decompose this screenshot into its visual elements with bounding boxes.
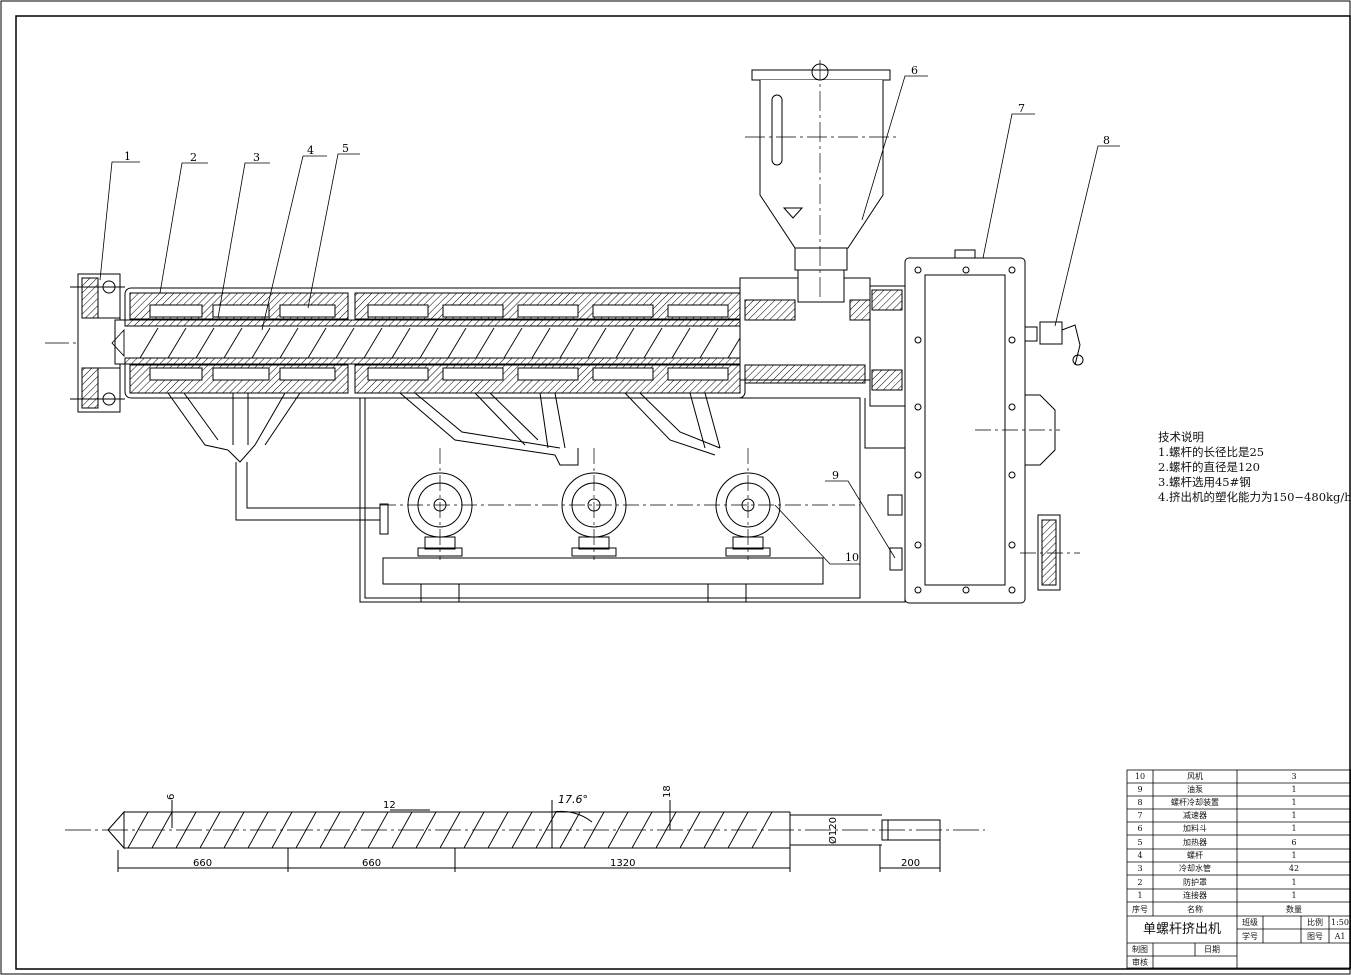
callout-8: 8	[1103, 134, 1110, 147]
row-name: 加热器	[1183, 838, 1207, 847]
date-label: 日期	[1204, 945, 1220, 954]
drawing-title: 单螺杆挤出机	[1142, 922, 1221, 937]
parts-table	[1126, 769, 1351, 969]
row-qty: 1	[1291, 824, 1297, 833]
dim-660-b: 660	[362, 858, 381, 869]
header-name: 名称	[1187, 905, 1203, 914]
oil-pump	[887, 494, 903, 516]
tech-note-2: 2.螺杆的直径是120	[1158, 460, 1260, 474]
row-no: 8	[1137, 798, 1143, 807]
row-qty: 1	[1291, 891, 1297, 900]
screw-detail	[65, 800, 985, 872]
header-no: 序号	[1132, 905, 1148, 914]
row-no: 2	[1137, 878, 1143, 887]
gearbox	[904, 249, 1080, 604]
dim-1320: 1320	[610, 858, 635, 869]
row-qty: 1	[1291, 811, 1297, 820]
row-qty: 1	[1291, 851, 1297, 860]
row-qty: 1	[1291, 798, 1297, 807]
checker-label: 审核	[1132, 958, 1148, 967]
row-name: 螺杆	[1187, 851, 1203, 860]
row-qty: 6	[1291, 838, 1297, 847]
row-name: 加料斗	[1183, 824, 1207, 833]
screw-cooling	[1024, 321, 1084, 366]
tech-notes: 技术说明 1.螺杆的长径比是25 2.螺杆的直径是120 3.螺杆选用45#钢 …	[1158, 430, 1351, 505]
tech-note-3: 3.螺杆选用45#钢	[1158, 475, 1251, 489]
row-no: 6	[1137, 824, 1143, 833]
row-no: 7	[1137, 811, 1143, 820]
row-qty: 1	[1291, 878, 1297, 887]
callout-7: 7	[1018, 102, 1025, 115]
dim-angle: 17.6°	[558, 793, 588, 806]
row-no: 3	[1137, 864, 1143, 873]
connector	[70, 273, 125, 413]
tech-notes-title: 技术说明	[1158, 430, 1204, 444]
inner-frame	[15, 15, 1351, 970]
callout-9: 9	[832, 469, 839, 482]
dim-200: 200	[901, 858, 920, 869]
tech-note-1: 1.螺杆的长径比是25	[1158, 445, 1265, 459]
row-no: 1	[1137, 891, 1143, 900]
row-name: 油泵	[1187, 785, 1203, 794]
row-name: 风机	[1187, 772, 1203, 781]
row-no: 5	[1137, 838, 1143, 847]
row-name: 防护罩	[1183, 878, 1207, 887]
row-name: 减速器	[1183, 811, 1207, 820]
hopper	[745, 60, 900, 303]
callout-1: 1	[124, 150, 131, 163]
base-frame	[167, 392, 906, 603]
scale-label: 比例	[1307, 918, 1323, 927]
callout-6: 6	[911, 64, 918, 77]
drafter-label: 制图	[1132, 945, 1148, 954]
heater-bands	[129, 292, 741, 394]
row-no: 10	[1134, 772, 1146, 781]
row-qty: 1	[1291, 785, 1297, 794]
dim-660-a: 660	[193, 858, 212, 869]
row-qty: 42	[1288, 864, 1300, 873]
row-no: 9	[1137, 785, 1143, 794]
dim-diameter: Ø120	[827, 817, 839, 844]
callout-4: 4	[307, 144, 314, 157]
callout-10: 10	[845, 551, 859, 564]
id-label: 学号	[1242, 932, 1258, 941]
row-name: 连接器	[1183, 891, 1207, 900]
row-name: 冷却水管	[1179, 864, 1211, 873]
dim-12: 12	[383, 800, 396, 811]
drawing-no-label: 图号	[1307, 932, 1323, 941]
row-qty: 3	[1291, 772, 1297, 781]
callout-3: 3	[253, 151, 260, 164]
class-label: 班级	[1242, 918, 1258, 927]
callout-5: 5	[342, 142, 349, 155]
callout-2: 2	[190, 151, 197, 164]
dim-6: 6	[166, 794, 177, 800]
row-name: 螺杆冷却装置	[1171, 798, 1219, 807]
scale-value: 1:50	[1331, 918, 1349, 927]
header-qty: 数量	[1286, 905, 1302, 914]
leader-lines	[99, 75, 1120, 565]
row-no: 4	[1137, 851, 1143, 860]
dim-18: 18	[662, 785, 673, 798]
drawing-no-value: A1	[1334, 932, 1346, 941]
tech-note-4: 4.挤出机的塑化能力为150−480kg/h	[1158, 490, 1351, 504]
